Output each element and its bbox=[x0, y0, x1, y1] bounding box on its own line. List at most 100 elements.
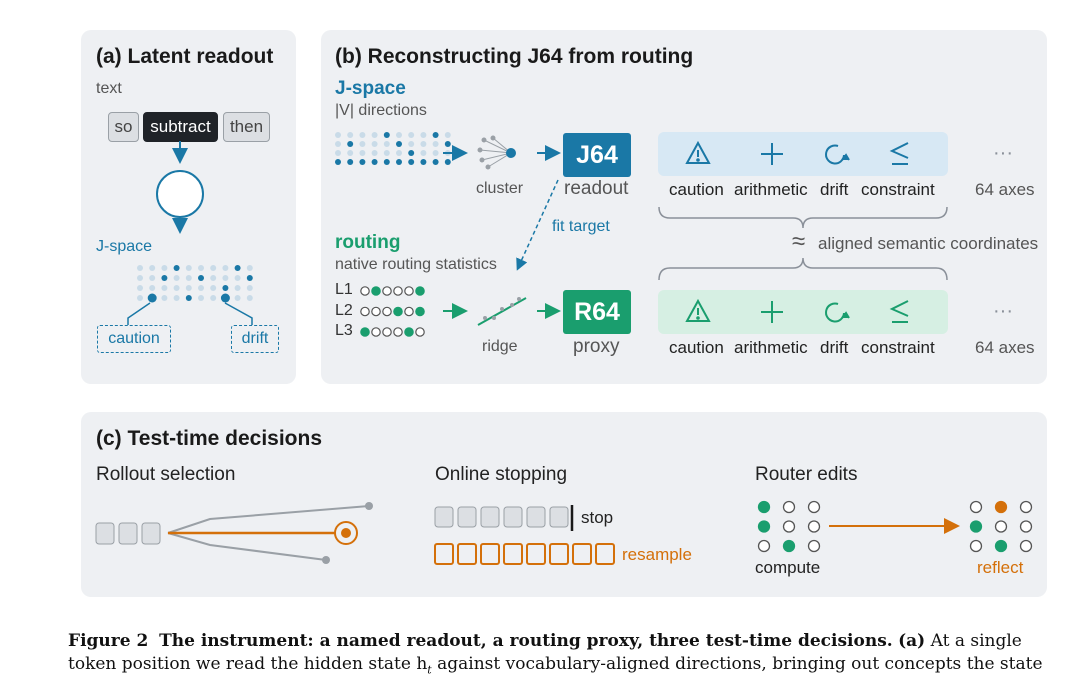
j64-caption: readout bbox=[564, 178, 629, 199]
router-dot bbox=[1019, 500, 1033, 514]
panel-c-title: (c) Test-time decisions bbox=[96, 427, 322, 450]
connector-caution bbox=[127, 302, 151, 325]
dot bbox=[198, 285, 204, 291]
fit-target-label: fit target bbox=[552, 218, 610, 235]
dot bbox=[234, 295, 241, 301]
dot bbox=[198, 295, 204, 301]
j64-box: J64 bbox=[563, 133, 631, 177]
figure-label: Figure 2 bbox=[68, 631, 149, 651]
dot bbox=[444, 132, 451, 138]
dot bbox=[432, 150, 439, 156]
ellipsis-top: ··· bbox=[993, 142, 1013, 164]
brace-top bbox=[658, 206, 948, 229]
axis-drift-top: drift bbox=[820, 180, 849, 199]
dot bbox=[173, 275, 180, 281]
rollout-tokens bbox=[95, 522, 161, 545]
dot bbox=[198, 265, 204, 271]
dot bbox=[347, 132, 354, 138]
router-dot bbox=[1019, 520, 1033, 533]
dot bbox=[246, 285, 253, 291]
dot bbox=[137, 275, 143, 281]
dot bbox=[161, 275, 168, 281]
dot bbox=[383, 141, 390, 147]
dot bbox=[408, 150, 415, 156]
dot bbox=[335, 150, 341, 156]
dot bbox=[420, 159, 427, 165]
text-label: text bbox=[96, 80, 122, 97]
figure-title: The instrument: a named readout, a routi… bbox=[159, 631, 893, 651]
fit-target-arrow bbox=[516, 179, 559, 271]
routing-dot bbox=[404, 327, 414, 337]
dot bbox=[246, 295, 253, 301]
dot bbox=[335, 141, 341, 147]
routing-dot bbox=[404, 286, 414, 296]
dot bbox=[234, 285, 241, 291]
dot bbox=[161, 265, 168, 271]
router-dot bbox=[782, 500, 796, 514]
dot bbox=[420, 132, 427, 138]
dot bbox=[420, 150, 427, 156]
stop-token bbox=[526, 506, 546, 528]
dot bbox=[444, 159, 451, 165]
cluster-label: cluster bbox=[476, 180, 524, 197]
router-dot bbox=[994, 500, 1008, 514]
token-then: then bbox=[223, 112, 270, 142]
router-dot bbox=[969, 500, 983, 514]
routing-title: routing bbox=[335, 232, 401, 253]
dot bbox=[185, 275, 192, 281]
dot bbox=[359, 141, 366, 147]
dot bbox=[137, 285, 143, 291]
stopping-tokens bbox=[434, 506, 569, 528]
stop-token bbox=[480, 506, 500, 528]
axis-constraint-top: constraint bbox=[861, 180, 935, 199]
dot bbox=[408, 132, 415, 138]
router-dot bbox=[994, 539, 1008, 553]
dot bbox=[383, 159, 390, 165]
routing-dot bbox=[382, 286, 392, 296]
dot bbox=[147, 293, 157, 303]
axis-caution-top: caution bbox=[669, 180, 724, 199]
router-dot bbox=[969, 520, 983, 533]
axis-icons-bottom bbox=[685, 298, 909, 323]
dot bbox=[371, 159, 378, 165]
routing-dot bbox=[360, 327, 370, 337]
panel-b-title: (b) Reconstructing J64 from routing bbox=[335, 45, 694, 68]
router-dot bbox=[807, 500, 821, 514]
dot bbox=[234, 265, 241, 271]
resample-token bbox=[595, 543, 615, 565]
routing-dot bbox=[393, 306, 403, 317]
stopping-title: Online stopping bbox=[435, 464, 568, 485]
router-dot bbox=[994, 520, 1008, 533]
caption-part-a: (a) bbox=[898, 631, 926, 651]
r64-caption: proxy bbox=[573, 336, 620, 357]
axis-drift-bottom: drift bbox=[820, 338, 849, 357]
resample-token bbox=[549, 543, 569, 565]
ellipsis-bottom: ··· bbox=[993, 300, 1013, 322]
less-equal-icon bbox=[889, 142, 909, 165]
axes-count-bottom: 64 axes bbox=[975, 338, 1035, 357]
resample-token bbox=[434, 543, 454, 565]
dot bbox=[222, 285, 229, 291]
axes-count-top: 64 axes bbox=[975, 180, 1035, 199]
aligned-label: aligned semantic coordinates bbox=[818, 234, 1039, 253]
dot bbox=[383, 150, 390, 156]
token-subtract: subtract bbox=[143, 112, 218, 142]
token-so: so bbox=[108, 112, 139, 142]
dot bbox=[185, 285, 192, 291]
dot bbox=[432, 159, 439, 165]
resample-token bbox=[572, 543, 592, 565]
dot bbox=[335, 159, 341, 165]
cluster-icon bbox=[477, 135, 516, 170]
layer-l3: L3 bbox=[335, 322, 353, 339]
routing-dot bbox=[371, 306, 381, 317]
dot bbox=[396, 150, 402, 156]
warning-icon bbox=[685, 298, 711, 322]
stop-token bbox=[549, 506, 569, 528]
routing-dot bbox=[382, 327, 392, 337]
dot bbox=[137, 295, 143, 301]
jspace-dot-grid-b bbox=[335, 132, 451, 165]
jspace-label-a: J-space bbox=[96, 238, 153, 255]
figure-caption-line2: token position we read the hidden state … bbox=[68, 654, 1043, 677]
dot bbox=[396, 141, 402, 147]
